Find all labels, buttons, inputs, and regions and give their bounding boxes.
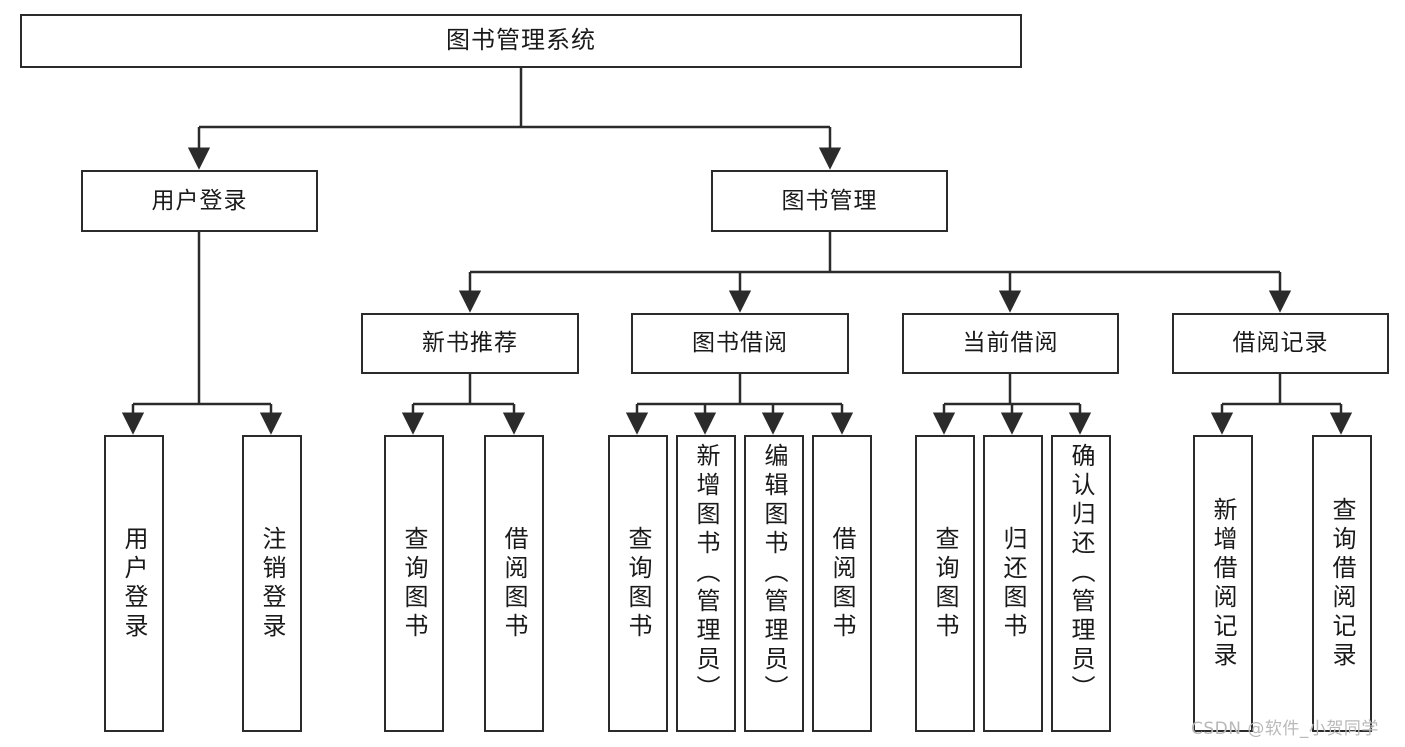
leaf-newbook-query-book[interactable]: 查询图书 <box>384 435 444 732</box>
leaf-logout-label: 注销登录 <box>258 525 286 642</box>
leaf-newbook-query-book-label: 查询图书 <box>400 525 428 642</box>
leaf-newbook-borrow-book-label: 借阅图书 <box>500 525 528 642</box>
leaf-bookborrow-add-book-admin-label: 新增图书（管理员） <box>692 443 720 704</box>
node-book-management[interactable]: 图书管理 <box>711 170 948 232</box>
node-book-borrow[interactable]: 图书借阅 <box>631 313 849 374</box>
node-book-borrow-label: 图书借阅 <box>692 330 788 357</box>
leaf-currentborrow-query-book[interactable]: 查询图书 <box>915 435 975 732</box>
leaf-bookborrow-borrow-book-label: 借阅图书 <box>828 525 856 642</box>
leaf-currentborrow-query-book-label: 查询图书 <box>931 525 959 642</box>
leaf-bookborrow-query-book-label: 查询图书 <box>624 525 652 642</box>
leaf-bookborrow-edit-book-admin[interactable]: 编辑图书（管理员） <box>744 435 804 732</box>
leaf-logout[interactable]: 注销登录 <box>242 435 302 732</box>
node-user-login[interactable]: 用户登录 <box>81 170 318 232</box>
node-current-borrow[interactable]: 当前借阅 <box>902 313 1119 374</box>
leaf-borrowrecord-add-record-label: 新增借阅记录 <box>1209 496 1237 671</box>
node-book-management-label: 图书管理 <box>781 187 878 214</box>
leaf-currentborrow-return-book[interactable]: 归还图书 <box>983 435 1043 732</box>
leaf-newbook-borrow-book[interactable]: 借阅图书 <box>484 435 544 732</box>
leaf-bookborrow-edit-book-admin-label: 编辑图书（管理员） <box>760 443 788 704</box>
node-new-book-recommend[interactable]: 新书推荐 <box>361 313 579 374</box>
leaf-user-login-label: 用户登录 <box>120 525 148 642</box>
node-new-book-recommend-label: 新书推荐 <box>422 330 518 357</box>
leaf-currentborrow-confirm-return-admin-label: 确认归还（管理员） <box>1067 443 1095 704</box>
leaf-borrowrecord-add-record[interactable]: 新增借阅记录 <box>1193 435 1253 732</box>
leaf-user-login[interactable]: 用户登录 <box>104 435 164 732</box>
node-root-system-label: 图书管理系统 <box>446 26 596 55</box>
node-root-system[interactable]: 图书管理系统 <box>20 14 1022 68</box>
node-current-borrow-label: 当前借阅 <box>962 330 1059 357</box>
node-borrow-record-label: 借阅记录 <box>1232 330 1329 357</box>
leaf-borrowrecord-query-record-label: 查询借阅记录 <box>1328 496 1356 671</box>
csdn-watermark: CSDN @软件_小贺同学 <box>1191 719 1379 739</box>
leaf-bookborrow-add-book-admin[interactable]: 新增图书（管理员） <box>676 435 736 732</box>
node-user-login-label: 用户登录 <box>151 187 248 214</box>
leaf-bookborrow-borrow-book[interactable]: 借阅图书 <box>812 435 872 732</box>
leaf-borrowrecord-query-record[interactable]: 查询借阅记录 <box>1312 435 1372 732</box>
node-borrow-record[interactable]: 借阅记录 <box>1172 313 1389 374</box>
leaf-bookborrow-query-book[interactable]: 查询图书 <box>608 435 668 732</box>
leaf-currentborrow-confirm-return-admin[interactable]: 确认归还（管理员） <box>1051 435 1111 732</box>
leaf-currentborrow-return-book-label: 归还图书 <box>999 525 1027 642</box>
